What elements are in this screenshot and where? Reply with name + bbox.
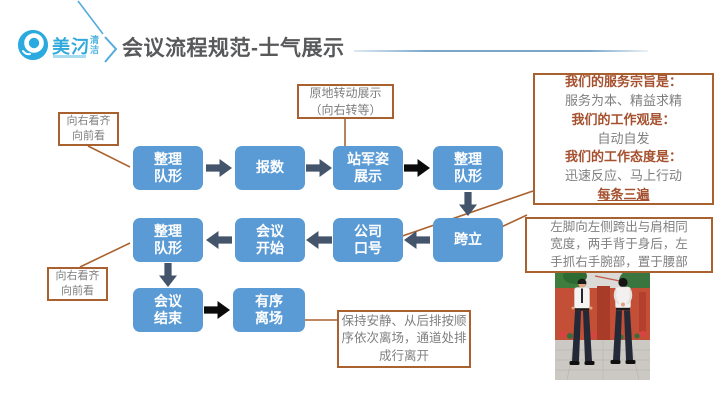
- title-chevron-icon: [77, 0, 118, 63]
- callout-quiet-exit: 保持安静、从后排按顺 序依次离场，通道处排 成行离开: [337, 310, 471, 368]
- flow-box-r2-meeting-start: 会议 开始: [235, 218, 305, 262]
- slogan-line: 每条三遍: [597, 186, 650, 202]
- flow-box-r2-tidy-formation: 整理 队形: [133, 218, 203, 262]
- callout-turn-in-place: 原地转动展示 （向右转等）: [297, 84, 394, 119]
- callout-stance-description: 左脚向左侧跨出与肩相同 宽度，两手背于身后，左 手抓右手腕部，置于腰部: [525, 217, 713, 273]
- flow-box-r2-straddle-stand: 跨立: [433, 218, 503, 262]
- flow-box-r3-meeting-end: 会议 结束: [133, 288, 203, 332]
- flow-box-r1-count-off: 报数: [235, 146, 305, 190]
- flow-box-r3-orderly-exit: 有序 离场: [233, 288, 305, 332]
- callout-company-slogans: 我们的服务宗旨是： 服务为本、精益求精 我们的工作观是： 自动自发 我们的工作态…: [533, 73, 714, 205]
- flow-box-r2-company-slogan: 公司 口号: [333, 218, 403, 262]
- logo-text: 美汈: [52, 37, 90, 57]
- flow-box-r1-tidy-formation-2: 整理 队形: [433, 146, 503, 190]
- stance-demo-photo: [555, 272, 650, 380]
- company-logo-icon: [18, 30, 48, 60]
- flow-box-r1-tidy-formation: 整理 队形: [133, 146, 203, 190]
- logo-suffix-text: 清洁: [90, 35, 100, 55]
- page-title: 会议流程规范-士气展示: [122, 37, 345, 60]
- title-rule: [354, 50, 648, 52]
- slogan-line: 迅速反应、马上行动: [564, 168, 682, 184]
- slogan-line: 我们的服务宗旨是：: [564, 74, 682, 90]
- slogan-line: 自动自发: [597, 130, 650, 146]
- flow-box-r1-military-stance: 站军姿 展示: [333, 146, 403, 190]
- slogan-line: 我们的工作观是：: [571, 111, 676, 127]
- callout-align-right-2: 向右看齐 向前看: [47, 267, 108, 301]
- slogan-line: 服务为本、精益求精: [564, 93, 682, 109]
- slogan-line: 我们的工作态度是：: [564, 149, 682, 165]
- logo-underbar: [53, 55, 86, 58]
- callout-align-right-1: 向右看齐 向前看: [58, 112, 119, 146]
